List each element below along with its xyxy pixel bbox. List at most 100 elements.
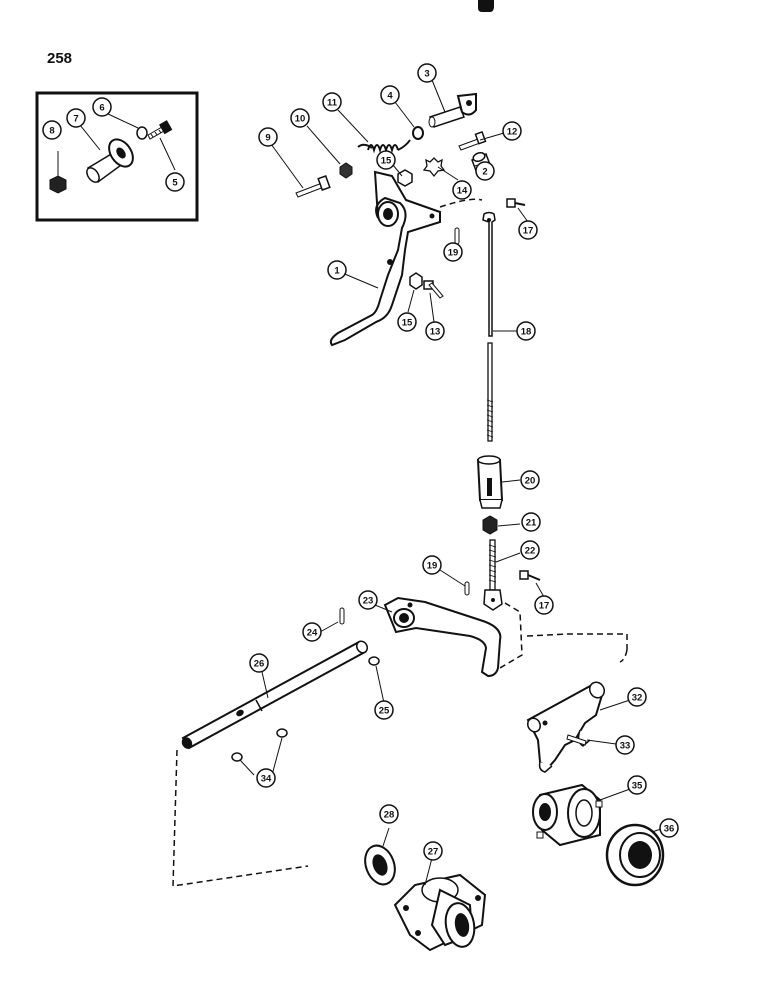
bolt-part xyxy=(506,198,526,208)
callout-number: 13 xyxy=(430,326,441,337)
callout-circle xyxy=(374,700,394,720)
inset-callout-7: 7 xyxy=(66,108,86,128)
callout-number: 25 xyxy=(379,705,390,716)
callout-1: 1 xyxy=(327,260,347,280)
dashed-boundary xyxy=(172,633,628,887)
callout-number: 34 xyxy=(261,773,272,784)
nut-part xyxy=(482,515,498,535)
callout-circle xyxy=(615,735,635,755)
roll-pin-part xyxy=(566,734,587,746)
callout-17: 17 xyxy=(534,595,554,615)
callout-circle xyxy=(475,161,495,181)
callout-number: 1 xyxy=(334,265,340,276)
dashed-connector xyxy=(439,198,483,208)
callout-circle xyxy=(520,470,540,490)
callout-20: 20 xyxy=(520,470,540,490)
dashed-boundary xyxy=(526,633,568,637)
bearing-retainer-part xyxy=(393,873,487,952)
callout-circle xyxy=(417,63,437,83)
callout-circle xyxy=(534,595,554,615)
callout-number: 33 xyxy=(620,740,631,751)
callout-circle xyxy=(443,242,463,262)
callout-number: 3 xyxy=(424,68,429,79)
callout-number: 23 xyxy=(363,595,374,606)
callout-circle xyxy=(358,590,378,610)
callout-number: 32 xyxy=(632,692,643,703)
callout-number: 22 xyxy=(525,545,536,556)
pedal-lever-part xyxy=(329,170,441,347)
callout-circle xyxy=(376,150,396,170)
callout-circle xyxy=(42,120,62,140)
callout-circle xyxy=(322,92,342,112)
callout-circle xyxy=(659,818,679,838)
callout-circle xyxy=(521,512,541,532)
inset-box xyxy=(35,91,199,222)
callout-number: 12 xyxy=(507,126,518,137)
key-part xyxy=(276,728,288,738)
callout-number: 4 xyxy=(387,90,393,101)
callout-circle xyxy=(302,622,322,642)
callout-number: 15 xyxy=(402,317,413,328)
pivot-pin-part xyxy=(428,92,477,128)
callout-circle xyxy=(423,841,443,861)
callout-35: 35 xyxy=(627,775,647,795)
lever-arm-part xyxy=(383,596,502,678)
key-part xyxy=(231,752,243,762)
callout-number: 24 xyxy=(307,627,318,638)
callout-circle xyxy=(627,687,647,707)
callout-number: 5 xyxy=(172,177,178,188)
callout-22: 22 xyxy=(520,540,540,560)
callout-circle xyxy=(520,540,540,560)
callout-28: 28 xyxy=(379,804,399,824)
callout-circle xyxy=(422,555,442,575)
callout-circle xyxy=(516,321,536,341)
dashed-connector xyxy=(499,602,523,669)
nut-part xyxy=(339,162,353,179)
bolt-part xyxy=(423,280,444,299)
callout-27: 27 xyxy=(423,841,443,861)
callout-number: 7 xyxy=(73,113,78,124)
callout-23: 23 xyxy=(358,590,378,610)
callout-circle xyxy=(502,121,522,141)
callout-number: 18 xyxy=(521,326,532,337)
callout-circle xyxy=(258,127,278,147)
inset-callout-8: 8 xyxy=(42,120,62,140)
callout-17: 17 xyxy=(518,220,538,240)
callout-number: 8 xyxy=(49,125,54,136)
release-bearing-part xyxy=(532,783,603,847)
callout-number: 10 xyxy=(295,113,306,124)
callout-number: 14 xyxy=(457,185,468,196)
callout-labels: 5678123491011121314151517171819192021222… xyxy=(42,63,679,861)
callout-9: 9 xyxy=(258,127,278,147)
callout-number: 26 xyxy=(254,658,265,669)
callout-13: 13 xyxy=(425,321,445,341)
roll-pin-part xyxy=(464,581,470,596)
callout-15: 15 xyxy=(397,312,417,332)
callout-circle xyxy=(425,321,445,341)
callout-circle xyxy=(327,260,347,280)
spring-part xyxy=(357,139,411,154)
callout-number: 6 xyxy=(99,102,104,113)
callout-number: 2 xyxy=(482,166,487,177)
clevis-part xyxy=(476,455,504,509)
callout-4: 4 xyxy=(380,85,400,105)
callout-circle xyxy=(452,180,472,200)
bolt-part xyxy=(519,570,541,581)
callout-circle xyxy=(397,312,417,332)
cross-shaft-part xyxy=(181,640,369,750)
callout-26: 26 xyxy=(249,653,269,673)
callout-circle xyxy=(627,775,647,795)
callout-12: 12 xyxy=(502,121,522,141)
callout-25: 25 xyxy=(374,700,394,720)
callout-number: 11 xyxy=(327,97,338,108)
callout-19: 19 xyxy=(422,555,442,575)
callout-circle xyxy=(379,804,399,824)
callout-number: 27 xyxy=(428,846,439,857)
callout-15: 15 xyxy=(376,150,396,170)
roll-pin-part xyxy=(454,227,460,245)
callout-2: 2 xyxy=(475,161,495,181)
callout-circle xyxy=(92,97,112,117)
callout-circle xyxy=(290,108,310,128)
callout-18: 18 xyxy=(516,321,536,341)
callout-circle xyxy=(249,653,269,673)
